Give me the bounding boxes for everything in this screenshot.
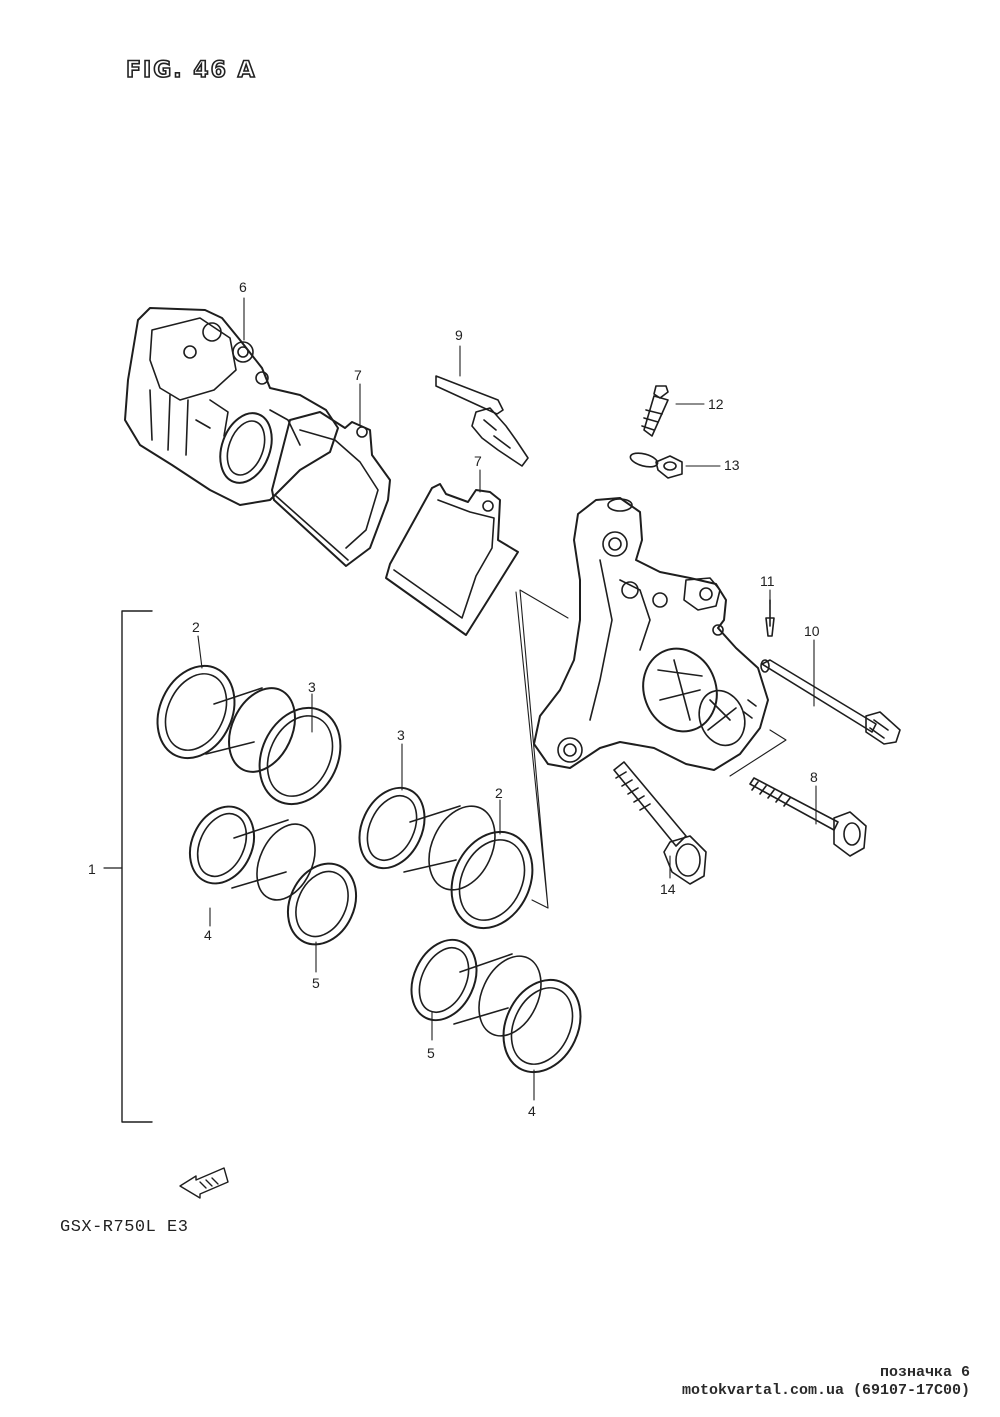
figure-title: FIG. 46 A [125,57,257,84]
piston-set-left-upper [156,664,342,806]
pad-spring [435,375,529,467]
callout-1: 1 [88,861,96,877]
model-code: GSX-R750L E3 [60,1218,189,1237]
piston-set-right-upper [358,786,534,930]
caliper-outer-half [124,307,339,506]
callout-14: 14 [660,881,676,897]
brake-pad-inner [271,411,391,567]
callout-3: 3 [308,679,316,695]
callout-4: 4 [204,927,212,943]
pad-pin [760,659,901,745]
callout-9: 9 [455,327,463,343]
callout-4-lower: 4 [528,1103,536,1119]
callout-5-lower: 5 [427,1045,435,1061]
page-footer: позначка 6 motokvartal.com.ua (69107-17C… [682,1364,970,1400]
callout-2: 2 [192,619,200,635]
brake-pad-outer [385,483,519,636]
callout-6: 6 [239,279,247,295]
pad-pin-clip [765,599,775,637]
callout-11: 11 [760,573,775,589]
footer-source: motokvartal.com.ua (69107-17C00) [681,1382,970,1399]
assembly-bracket [121,610,153,1123]
callout-8: 8 [810,769,818,785]
callout-10: 10 [804,623,820,639]
bleeder-valve [641,385,669,437]
caliper-inner-half [533,497,769,771]
callout-7-lower: 7 [474,453,482,469]
piston-set-right-lower [410,938,582,1074]
callout-2-right: 2 [495,785,503,801]
callout-3-right: 3 [397,727,405,743]
callout-7-upper: 7 [354,367,362,383]
piston-set-left-lower [188,805,358,946]
callout-12: 12 [708,396,724,412]
footer-caption: позначка 6 [879,1364,970,1381]
assembly-guide-lines [515,589,787,909]
caliper-bolt-8 [749,777,867,857]
front-direction-arrow-icon [179,1167,229,1199]
callout-leader-lines [197,297,817,1101]
callout-13: 13 [724,457,740,473]
callout-5: 5 [312,975,320,991]
mounting-bolt-14 [613,761,707,885]
bleeder-cap [629,452,683,479]
